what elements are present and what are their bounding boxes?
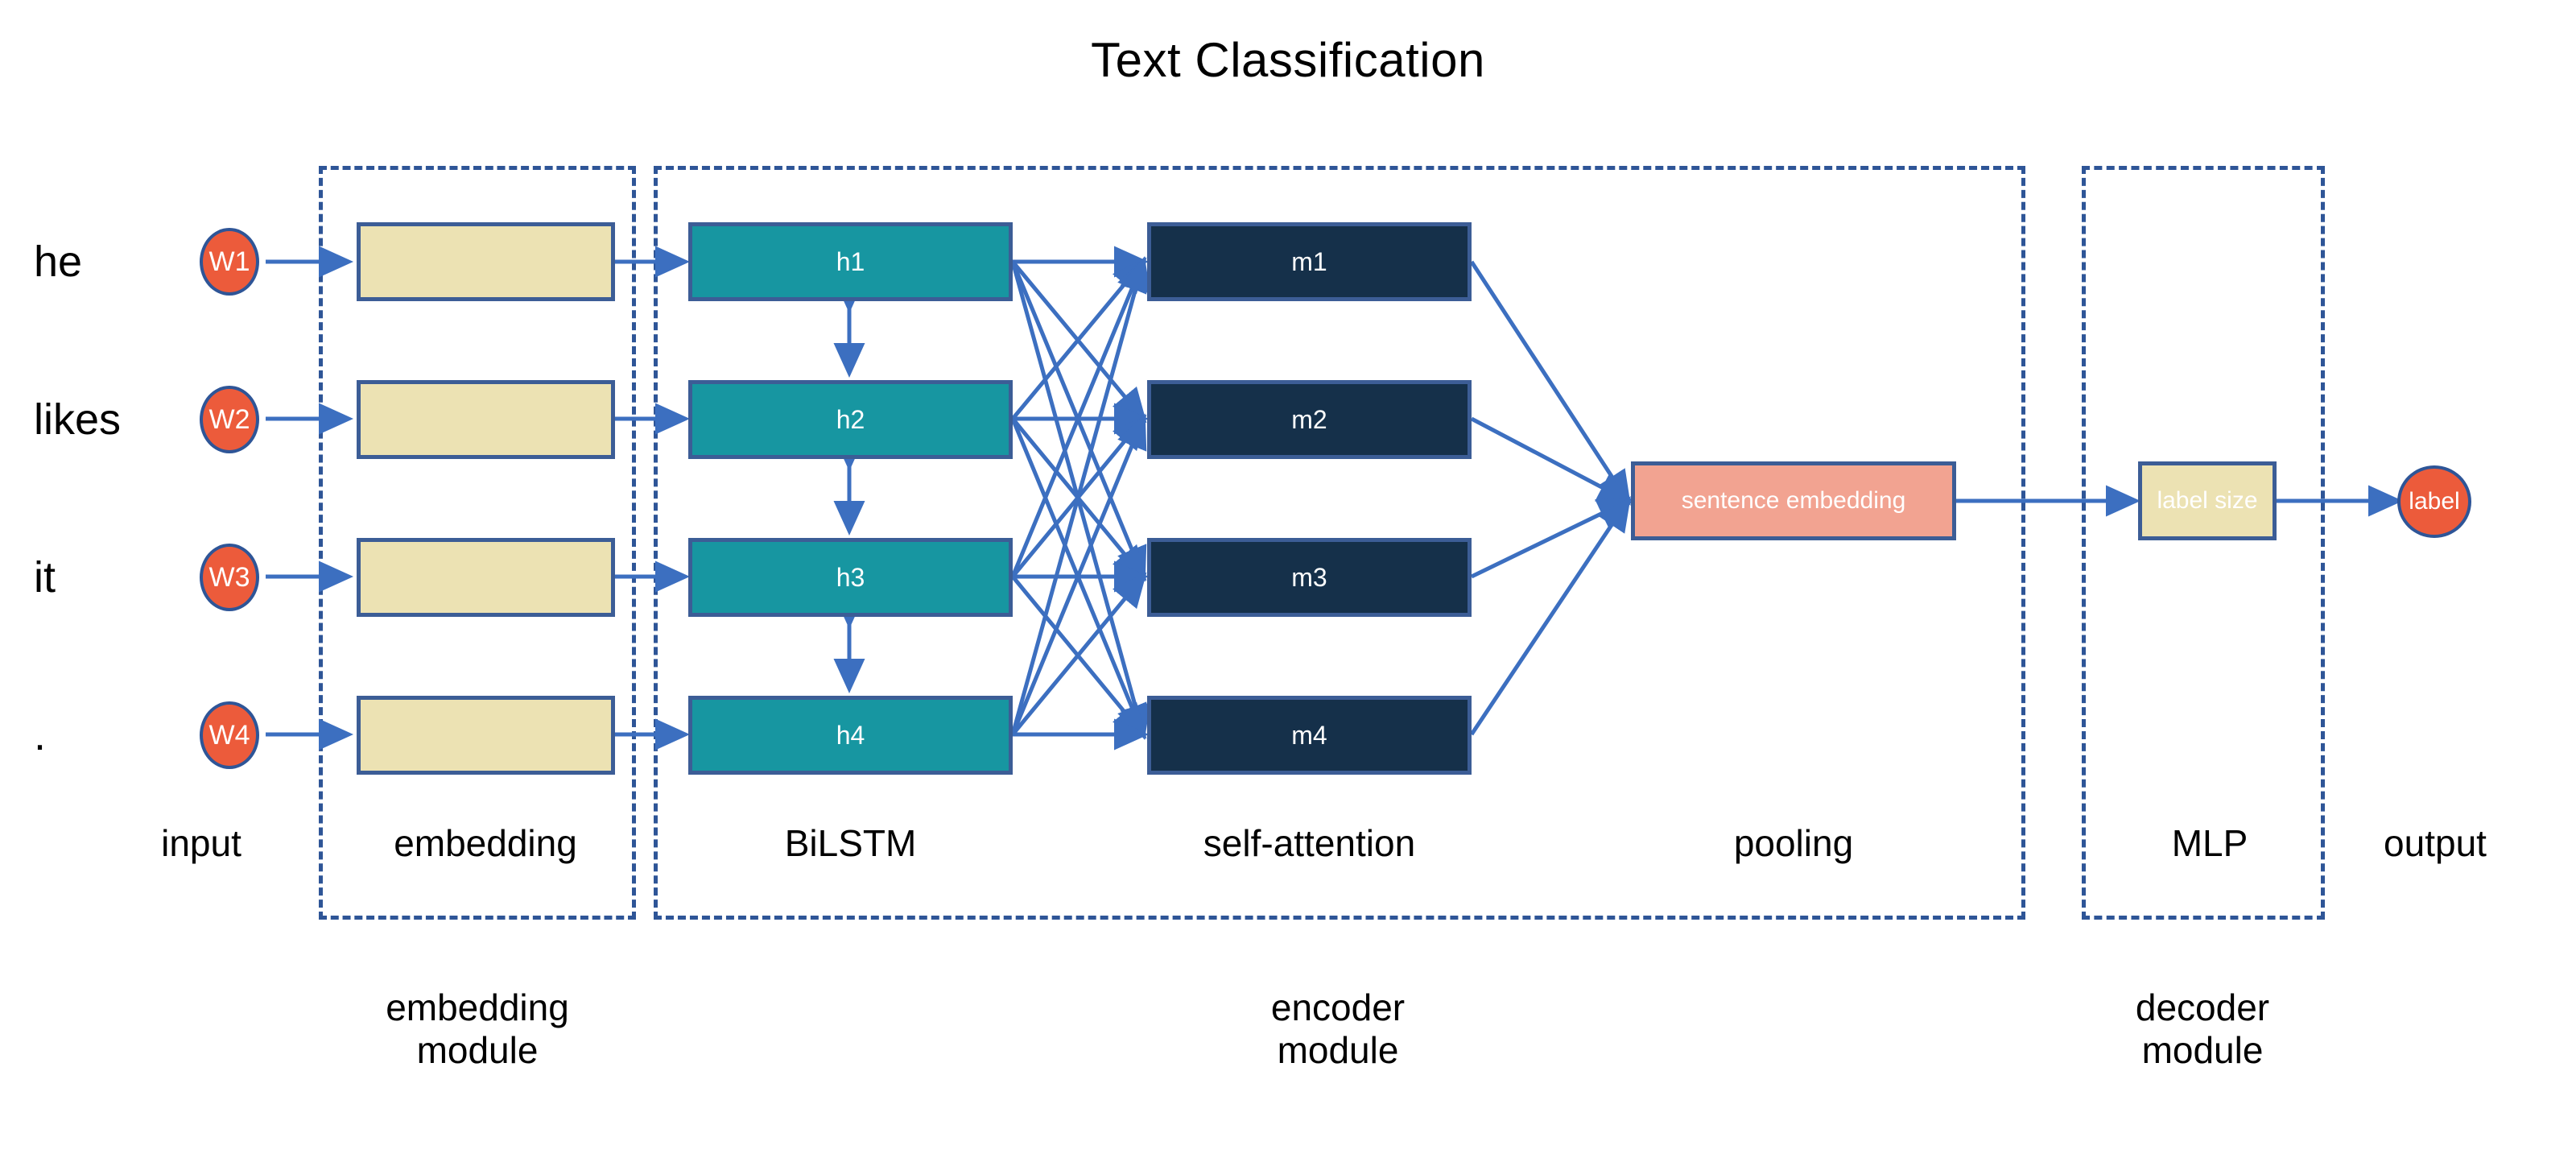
stage-label-output: output [2384, 822, 2487, 864]
embedding-module-frame [319, 166, 636, 920]
self-attention-cell-m4[interactable]: m4 [1147, 696, 1472, 775]
input-token-w2[interactable]: W2 [200, 386, 259, 453]
module-label-encoder: encoder module [1137, 986, 1539, 1073]
embedding-cell[interactable] [357, 222, 615, 301]
input-token-w3[interactable]: W3 [200, 544, 259, 611]
stage-label-embedding: embedding [394, 822, 577, 864]
module-label-decoder: decoder module [2001, 986, 2404, 1073]
input-word: it [34, 553, 56, 602]
module-label-line2: module [1277, 1029, 1399, 1072]
input-word: he [34, 238, 83, 286]
stage-label-pooling: pooling [1733, 822, 1854, 864]
stage-label-self-attention: self-attention [1203, 822, 1416, 864]
module-label-line2: module [2141, 1029, 2264, 1072]
module-label-line2: module [416, 1029, 539, 1072]
module-label-embedding: embedding module [319, 986, 636, 1073]
stage-label-mlp: MLP [2171, 822, 2248, 864]
bilstm-cell-h4[interactable]: h4 [688, 696, 1013, 775]
module-label-line1: encoder [1270, 986, 1406, 1028]
embedding-cell[interactable] [357, 538, 615, 617]
bilstm-cell-h3[interactable]: h3 [688, 538, 1013, 617]
decoder-module-frame [2082, 166, 2325, 920]
bilstm-cell-h1[interactable]: h1 [688, 222, 1013, 301]
sentence-embedding-node[interactable]: sentence embedding [1631, 461, 1956, 540]
input-token-w4[interactable]: W4 [200, 701, 259, 769]
bilstm-cell-h2[interactable]: h2 [688, 380, 1013, 459]
module-label-line1: embedding [386, 986, 569, 1028]
stage-label-input: input [161, 822, 242, 864]
label-size-node[interactable]: label size [2138, 461, 2277, 540]
embedding-cell[interactable] [357, 380, 615, 459]
encoder-module-frame [654, 166, 2025, 920]
self-attention-cell-m3[interactable]: m3 [1147, 538, 1472, 617]
stage-label-bilstm: BiLSTM [784, 822, 917, 864]
input-word: likes [34, 395, 122, 444]
self-attention-cell-m2[interactable]: m2 [1147, 380, 1472, 459]
input-token-w1[interactable]: W1 [200, 228, 259, 296]
page-title: Text Classification [1091, 33, 1485, 87]
input-word: . [34, 711, 47, 759]
embedding-cell[interactable] [357, 696, 615, 775]
self-attention-cell-m1[interactable]: m1 [1147, 222, 1472, 301]
module-label-line1: decoder [2135, 986, 2270, 1028]
output-label-node[interactable]: label [2397, 465, 2471, 538]
